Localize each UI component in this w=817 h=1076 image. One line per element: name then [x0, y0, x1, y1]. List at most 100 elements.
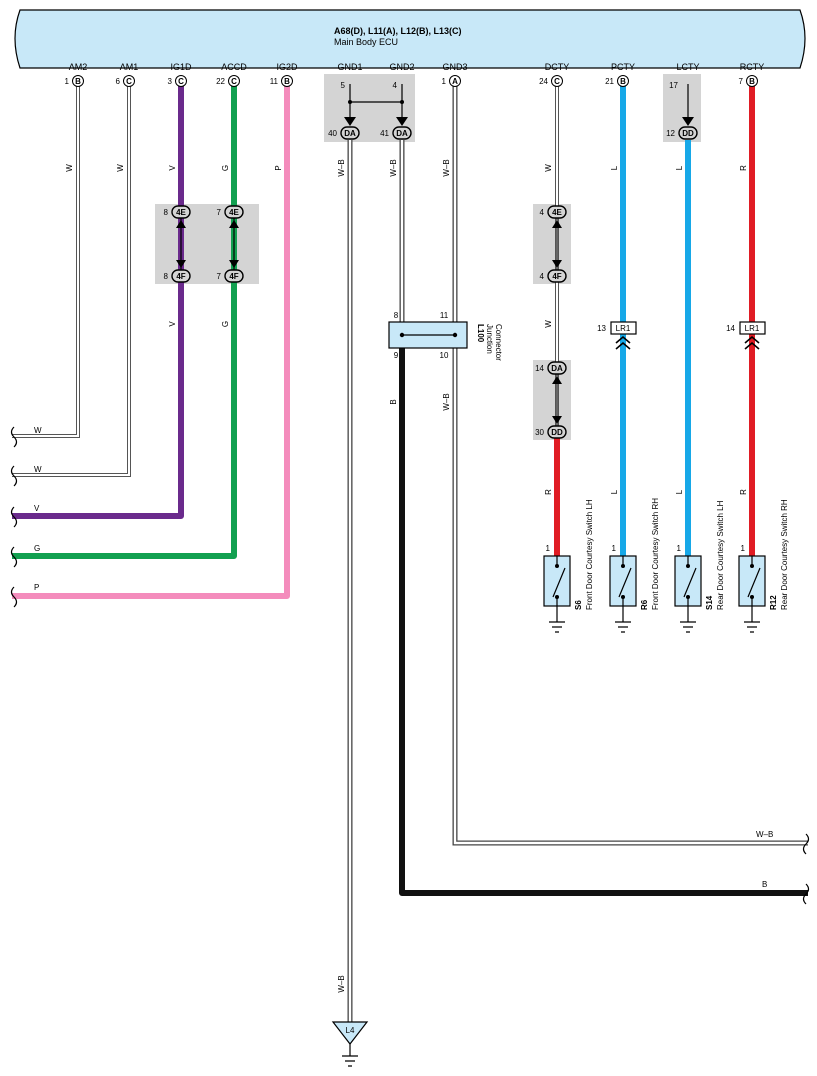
junction-dot-left	[399, 332, 405, 338]
badge-dd30-code: DD	[551, 428, 563, 437]
badge-dd12	[678, 126, 698, 140]
switch-s14-code: S14	[705, 595, 714, 610]
pin-circle-am1	[123, 75, 135, 87]
switch-s14-name: Rear Door Courtesy Switch LH	[716, 500, 725, 610]
chevron-lr1-13	[615, 335, 631, 350]
wire-am1-core	[12, 84, 130, 476]
label-right-b: B	[762, 880, 767, 889]
label-left-w-2: W	[34, 465, 42, 474]
switch-s6: 1 S6 Front Door Courtesy Switch LH	[543, 499, 594, 633]
pin-circle-accd	[228, 75, 240, 87]
wire-black-b	[399, 348, 808, 896]
pin-num-gnd3: 1	[442, 77, 447, 86]
badge-da41-code: DA	[396, 129, 408, 138]
ground-s14-icon	[680, 606, 696, 633]
label-am1-w: W	[116, 164, 125, 172]
label-am2-w: W	[65, 164, 74, 172]
badge-lr1-13-code: LR1	[616, 324, 631, 333]
label-left-g: G	[34, 544, 40, 553]
switch-s6-pin: 1	[546, 544, 551, 553]
label-ig1d-v-2: V	[168, 321, 177, 327]
label-gnd1-wb: W–B	[337, 159, 346, 176]
pin-num-rcty: 7	[739, 77, 744, 86]
badge-lr1-14-pin: 14	[726, 324, 735, 333]
badge-da40-pin: 40	[328, 129, 337, 138]
badge-4f-accd-pin: 7	[217, 272, 222, 281]
pin-num-ig2d: 11	[270, 77, 279, 86]
label-gnd3-wb: W–B	[442, 159, 451, 176]
connector-groups	[155, 74, 701, 440]
arrow-down-dcty-dd	[552, 416, 562, 424]
pin-conn-pcty: B	[620, 77, 626, 86]
label-lcty-l-2: L	[675, 489, 684, 494]
pin-circle-pcty	[617, 75, 629, 87]
label-rcty-r: R	[739, 165, 748, 171]
ground-l4-code: L4	[346, 1026, 355, 1035]
terminal-am2: AM2	[69, 62, 88, 72]
arrow-down-dcty-4f	[552, 260, 562, 268]
ground-s6-icon	[549, 606, 565, 633]
wire-am1	[12, 84, 131, 477]
label-gnd2-wb: W–B	[389, 159, 398, 176]
badge-4e-accd-pin: 7	[217, 208, 222, 217]
pin-num-dcty: 24	[539, 77, 548, 86]
junction-connector-l100: 8 11 9 10 L100 Junction Connector	[388, 311, 503, 361]
arrow-up-ig1d	[176, 220, 186, 228]
badge-4e-accd-code: 4E	[229, 208, 239, 217]
pin-circle-gnd3	[449, 75, 461, 87]
label-dcty-w: W	[544, 164, 553, 172]
pin-num-am1: 6	[116, 77, 121, 86]
ground-r6-icon	[615, 606, 631, 633]
pin-circle-ig2d	[281, 75, 293, 87]
label-gnd3-wb-2: W–B	[442, 393, 451, 410]
arrow-up-dcty-4e	[552, 220, 562, 228]
label-accd-g: G	[221, 165, 230, 171]
switch-r12-dot-top	[750, 564, 754, 568]
terminal-lcty: LCTY	[676, 62, 699, 72]
badge-4f-ig1d-pin: 8	[164, 272, 169, 281]
switch-s6-name: Front Door Courtesy Switch LH	[585, 499, 594, 610]
terminal-names: AM2 AM1 IG1D ACCD IG2D GND1 GND2 GND3 DC…	[69, 62, 765, 72]
switch-r12-pin: 1	[741, 544, 746, 553]
left-break-marks	[10, 426, 18, 608]
label-right-wb: W–B	[756, 830, 773, 839]
pin-conn-ig2d: B	[284, 77, 290, 86]
wire-gnd3-core	[453, 84, 808, 845]
terminal-ig1d: IG1D	[170, 62, 192, 72]
ecu-name: Main Body ECU	[334, 37, 398, 47]
gnd-splice-dot-1	[348, 100, 352, 104]
switch-s14-pin: 1	[677, 544, 682, 553]
wire-gnd3	[452, 84, 808, 846]
wire-am2-core	[12, 84, 79, 437]
ground-l4-icon	[342, 1044, 358, 1067]
terminal-gnd2: GND2	[389, 62, 414, 72]
switch-s14: 1 S14 Rear Door Courtesy Switch LH	[674, 500, 725, 633]
label-accd-g-2: G	[221, 321, 230, 327]
pin-num-accd: 22	[216, 77, 225, 86]
switch-r12-dot-bot	[750, 595, 754, 599]
badge-lr1-14	[739, 321, 766, 335]
junction-name-1: Junction	[485, 324, 494, 354]
terminal-rcty: RCTY	[740, 62, 765, 72]
switch-r6-pin: 1	[612, 544, 617, 553]
door-switches: 1 S6 Front Door Courtesy Switch LH 1 R6 …	[543, 498, 789, 633]
pin-conn-am1: C	[126, 77, 132, 86]
pin-num-gnd1: 5	[341, 81, 346, 90]
arrow-up-dcty-da	[552, 376, 562, 384]
junction-pin-br: 10	[440, 351, 449, 360]
badge-da40	[340, 126, 360, 140]
badge-4e-ig1d-code: 4E	[176, 208, 186, 217]
pin-circle-rcty	[746, 75, 758, 87]
label-gnd1-wb-bottom: W–B	[337, 975, 346, 992]
arrow-da41	[396, 117, 408, 126]
junction-name-2: Connector	[494, 324, 503, 361]
badge-lr1-14-code: LR1	[745, 324, 760, 333]
badge-4e-ig1d-pin: 8	[164, 208, 169, 217]
ecu-code: A68(D), L11(A), L12(B), L13(C)	[334, 26, 462, 36]
label-ig1d-v: V	[168, 165, 177, 171]
terminal-pcty: PCTY	[611, 62, 635, 72]
switch-r6-dot-bot	[621, 595, 625, 599]
arrow-down-accd	[229, 260, 239, 268]
chevron-lr1-14	[744, 335, 760, 350]
label-black-b: B	[389, 399, 398, 404]
